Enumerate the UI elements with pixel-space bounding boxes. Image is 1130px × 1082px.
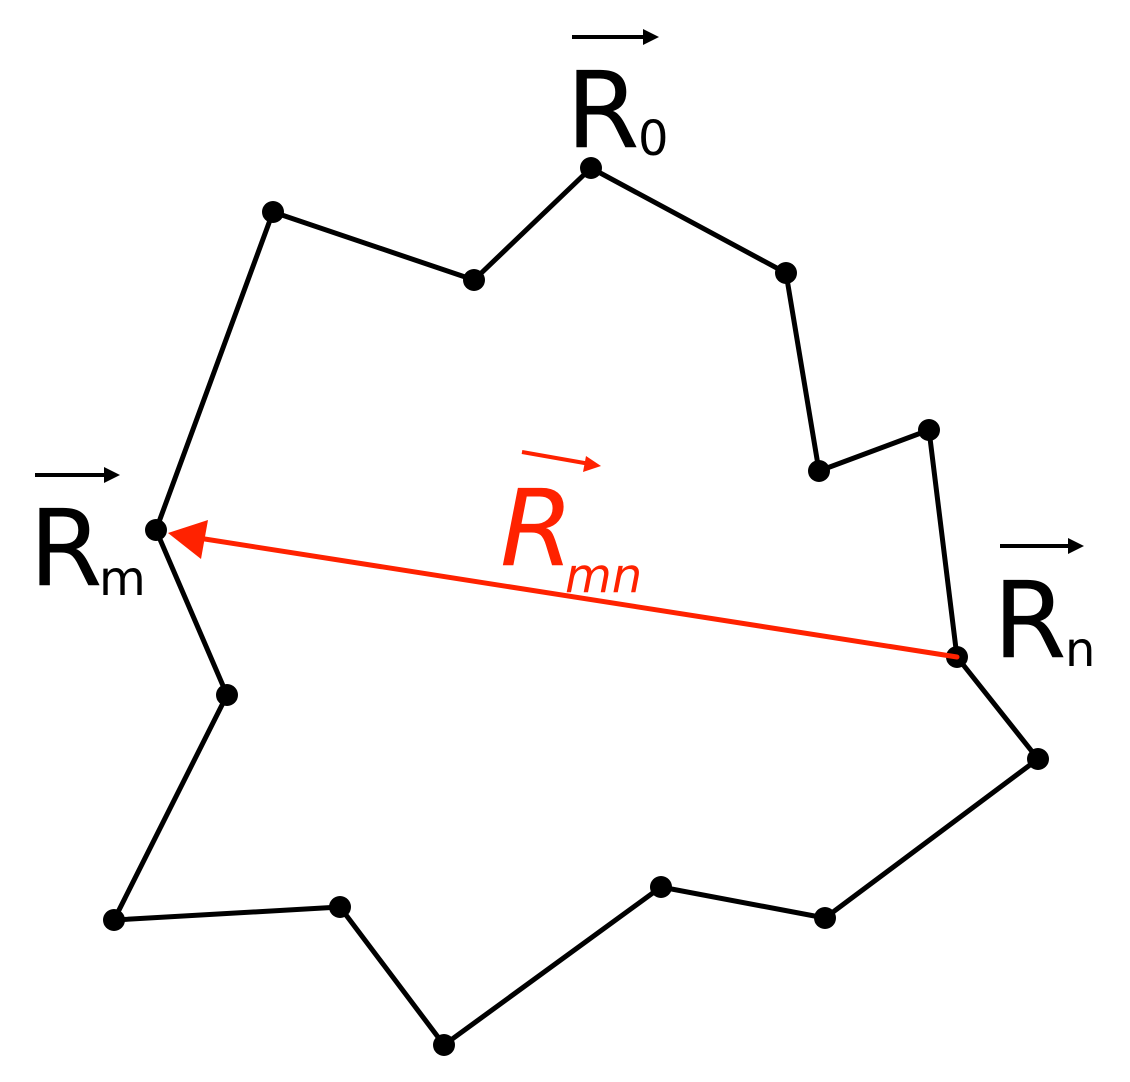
chain-segment [588,165,789,276]
label-rm-main: R [29,487,103,610]
chain-bead [580,157,602,179]
chain-bead [918,419,940,441]
chain-segment [816,427,932,474]
chain-segment [111,692,230,923]
vector-arrow-icon [1000,538,1084,554]
chain-segment [270,209,477,283]
chain-bead [216,684,238,706]
chain-segment [153,527,230,698]
vector-arrow-icon [572,29,659,45]
label-rmn-main: R [500,467,574,590]
vector-arrow-icon [35,467,120,483]
label-rmn: R mn [500,450,642,604]
chain-segment [926,427,960,660]
chain-segment [471,165,594,283]
chain-bead [433,1034,455,1056]
vector-rmn-line [189,534,960,660]
label-rm: R m [29,467,146,610]
label-rn: R n [993,538,1095,682]
chain-segment [783,270,822,474]
chain-bead [650,876,672,898]
chain-bead [775,262,797,284]
label-rmn-sub: mn [565,548,642,604]
label-rm-sub: m [99,551,146,607]
label-rn-main: R [993,559,1067,682]
chain-bead [262,201,284,223]
chain-bead [1027,748,1049,770]
label-rn-sub: n [1065,622,1095,678]
vector-arrow-icon [521,450,601,472]
chain-bead [814,907,836,929]
chain-bead [145,519,167,541]
chain-segment [111,904,343,923]
chain-segment [441,884,664,1048]
vector-rmn-arrowhead [168,520,208,559]
chain-segment [822,756,1041,921]
label-r0-sub: 0 [638,111,669,167]
label-r0-main: R [566,49,640,172]
chain-bead [329,896,351,918]
label-r0: R 0 [566,29,669,172]
chain-segment [337,904,447,1048]
vector-rmn [168,520,960,660]
chain-segment [658,884,828,921]
chain-segment [954,654,1041,762]
chain-bead [808,460,830,482]
chain-segments [111,165,1041,1048]
chain-bead [463,269,485,291]
chain-bead [103,909,125,931]
chain-beads [103,157,1049,1056]
chain-segment [153,209,276,533]
